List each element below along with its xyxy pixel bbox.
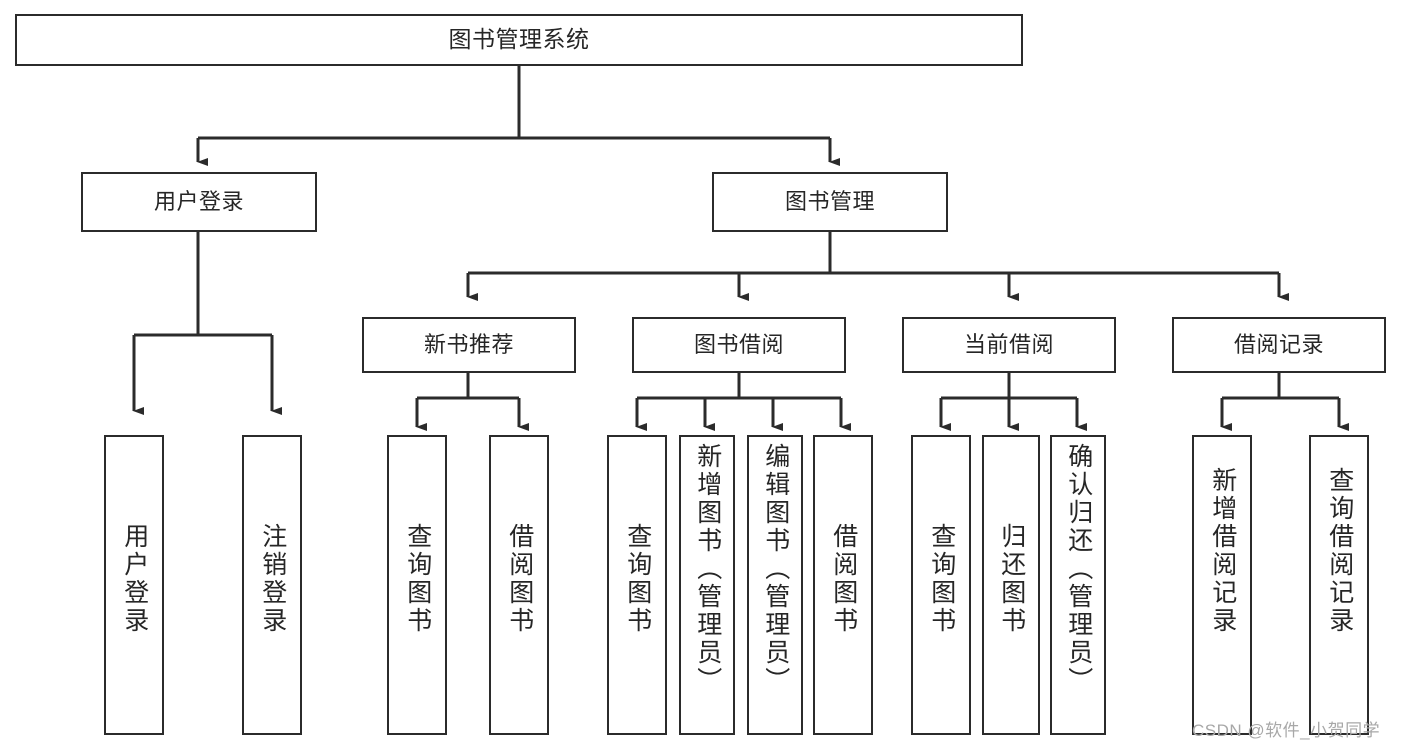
leaf-current-borrow-return-label: 归还图书 [997,523,1026,635]
leaf-user-login-logout[interactable]: 注销登录 [242,435,302,735]
node-book-management[interactable]: 图书管理 [712,172,948,232]
leaf-borrow-record-query-label: 查询借阅记录 [1325,467,1354,635]
node-borrow-record-label: 借阅记录 [1233,332,1324,358]
node-book-borrow-label: 图书借阅 [693,332,784,358]
node-current-borrow-label: 当前借阅 [963,332,1054,358]
leaf-book-borrow-edit[interactable]: 编辑图书（管理员） [747,435,803,735]
leaf-book-borrow-borrow-label: 借阅图书 [829,523,858,635]
leaf-borrow-record-query[interactable]: 查询借阅记录 [1309,435,1369,735]
node-book-management-label: 图书管理 [784,189,875,215]
leaf-book-borrow-add-label: 新增图书（管理员） [693,443,722,695]
leaf-book-borrow-query[interactable]: 查询图书 [607,435,667,735]
leaf-current-borrow-confirm[interactable]: 确认归还（管理员） [1050,435,1106,735]
leaf-book-borrow-edit-label: 编辑图书（管理员） [761,443,790,695]
leaf-book-borrow-borrow[interactable]: 借阅图书 [813,435,873,735]
node-new-book-recommend[interactable]: 新书推荐 [362,317,576,373]
leaf-user-login-login-label: 用户登录 [120,523,149,635]
node-root[interactable]: 图书管理系统 [15,14,1023,66]
node-current-borrow[interactable]: 当前借阅 [902,317,1116,373]
leaf-book-borrow-query-label: 查询图书 [623,523,652,635]
node-book-borrow[interactable]: 图书借阅 [632,317,846,373]
leaf-new-book-query-label: 查询图书 [403,523,432,635]
leaf-current-borrow-confirm-label: 确认归还（管理员） [1064,443,1093,695]
node-user-login[interactable]: 用户登录 [81,172,317,232]
csdn-watermark: CSDN @软件_小贺同学 [1192,721,1381,740]
node-user-login-label: 用户登录 [153,189,244,215]
leaf-borrow-record-add[interactable]: 新增借阅记录 [1192,435,1252,735]
leaf-current-borrow-return[interactable]: 归还图书 [982,435,1040,735]
leaf-book-borrow-add[interactable]: 新增图书（管理员） [679,435,735,735]
leaf-current-borrow-query-label: 查询图书 [927,523,956,635]
node-new-book-recommend-label: 新书推荐 [423,332,514,358]
node-borrow-record[interactable]: 借阅记录 [1172,317,1386,373]
leaf-user-login-logout-label: 注销登录 [258,523,287,635]
node-root-label: 图书管理系统 [448,26,590,53]
leaf-new-book-query[interactable]: 查询图书 [387,435,447,735]
leaf-borrow-record-add-label: 新增借阅记录 [1208,467,1237,635]
leaf-user-login-login[interactable]: 用户登录 [104,435,164,735]
leaf-new-book-borrow[interactable]: 借阅图书 [489,435,549,735]
leaf-current-borrow-query[interactable]: 查询图书 [911,435,971,735]
leaf-new-book-borrow-label: 借阅图书 [505,523,534,635]
